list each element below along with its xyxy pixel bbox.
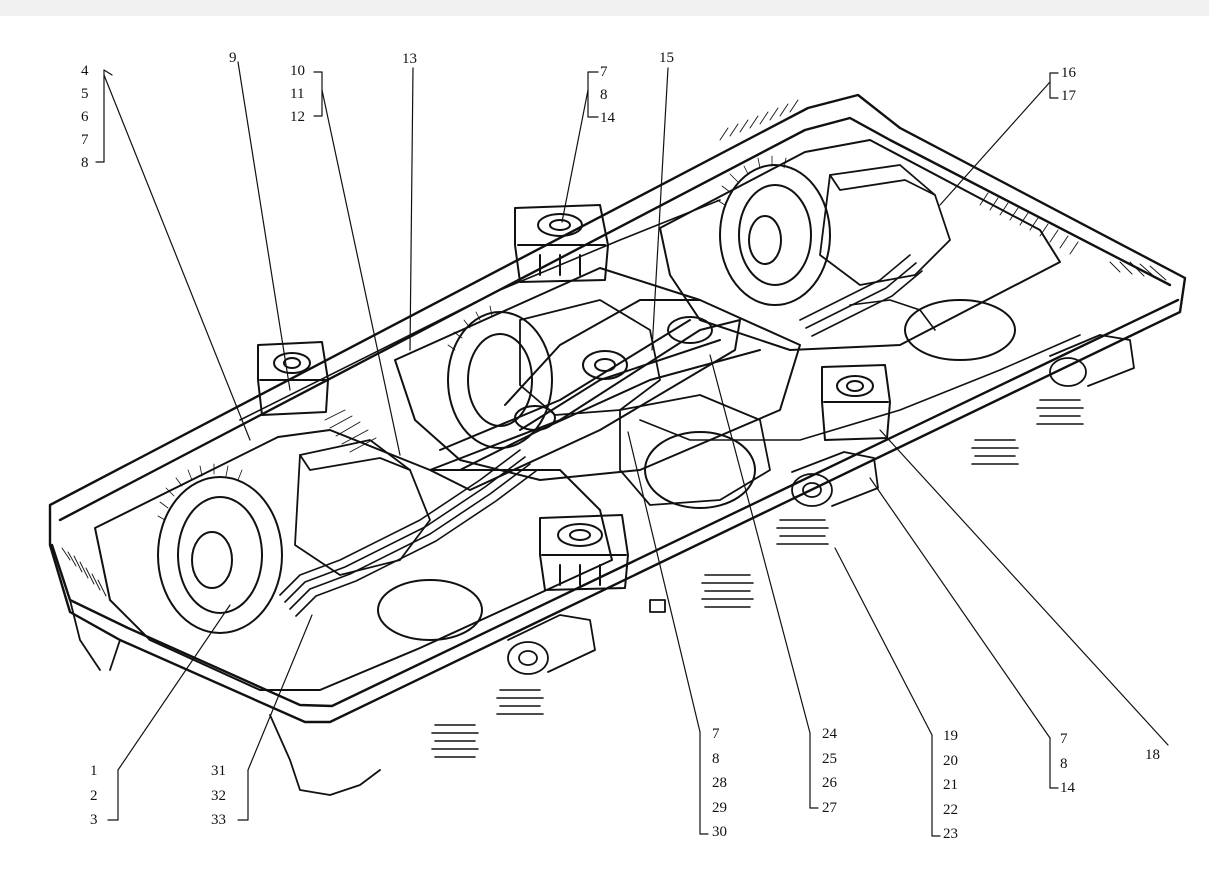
callout-6: 6 [81, 109, 89, 125]
callout-31: 31 [211, 763, 226, 779]
callout-2: 2 [90, 787, 98, 804]
leader-lines [95, 61, 1169, 837]
callout-group-10-12: 10 11 12 [290, 60, 305, 129]
central-linkage [429, 299, 761, 491]
callout-group-31-33: 31 32 33 [211, 759, 226, 833]
callout-5: 5 [81, 86, 89, 102]
frame-outline [48, 93, 1187, 724]
callout-33: 33 [211, 812, 226, 828]
callout-8-top: 8 [600, 87, 608, 103]
callout-8-lower: 8 [712, 750, 720, 767]
callout-group-7-8-14-top: 7 8 14 [600, 61, 615, 130]
callout-27: 27 [822, 799, 837, 816]
callout-group-16-17: 16 17 [1061, 62, 1076, 108]
callout-16: 16 [1061, 65, 1076, 81]
callout-23: 23 [943, 826, 958, 842]
callout-26: 26 [822, 775, 837, 791]
callout-12: 12 [290, 109, 305, 125]
callout-18: 18 [1145, 747, 1160, 763]
callout-15: 15 [659, 50, 674, 66]
callout-14-bottom: 14 [1060, 780, 1075, 796]
callout-group-7-8-14-bottom: 7 8 14 [1060, 727, 1075, 801]
wheel-teeth [157, 155, 787, 521]
callout-11: 11 [290, 86, 305, 102]
callout-7-top: 7 [600, 64, 608, 80]
callout-3: 3 [90, 812, 98, 828]
callout-24: 24 [822, 726, 837, 742]
callout-group-7-30: 7 8 28 29 30 [712, 722, 727, 845]
top-strip [0, 0, 1209, 16]
callout-9: 9 [229, 50, 237, 66]
callout-7-lower: 7 [712, 726, 720, 742]
spring-sets [431, 399, 1084, 758]
callout-17: 17 [1061, 88, 1076, 104]
callout-10: 10 [290, 63, 305, 79]
callout-25: 25 [822, 750, 837, 767]
motors [294, 164, 951, 576]
callout-13: 13 [402, 51, 417, 67]
callout-8: 8 [81, 155, 89, 171]
callout-30: 30 [712, 824, 727, 840]
callout-8-bottom: 8 [1060, 755, 1068, 772]
callout-4: 4 [81, 63, 89, 79]
suspension-pads [257, 204, 891, 591]
callout-19: 19 [943, 728, 958, 744]
callout-20: 20 [943, 752, 958, 769]
callout-7: 7 [81, 132, 89, 148]
callout-group-19-23: 19 20 21 22 23 [943, 724, 958, 847]
callout-group-1-3: 1 2 3 [90, 759, 98, 833]
callout-32: 32 [211, 787, 226, 804]
callout-29: 29 [712, 799, 727, 816]
frame-hatching [61, 99, 1167, 597]
callout-28: 28 [712, 775, 727, 791]
brake-units [69, 334, 1135, 796]
callout-1: 1 [90, 763, 98, 779]
callout-21: 21 [943, 777, 958, 793]
callout-14-top: 14 [600, 110, 615, 126]
callout-group-24-27: 24 25 26 27 [822, 722, 837, 820]
pipes-and-cables [239, 199, 1081, 617]
wheels [157, 164, 1016, 641]
callout-22: 22 [943, 801, 958, 818]
callout-group-4-8: 4 5 6 7 8 [81, 60, 89, 175]
callout-7-bottom: 7 [1060, 731, 1068, 747]
